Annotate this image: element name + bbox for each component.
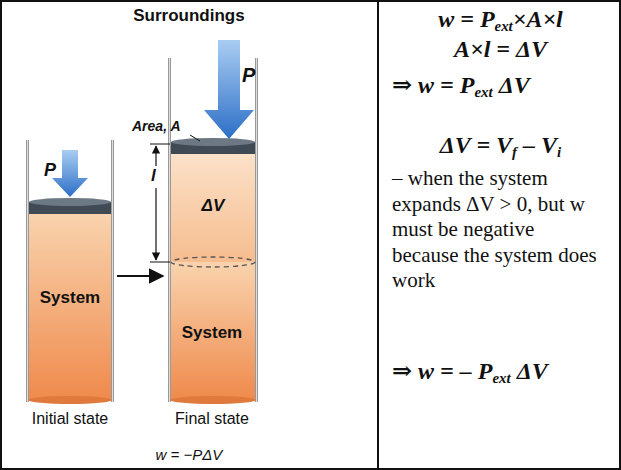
work-formula: w = −PΔV xyxy=(0,446,378,463)
equation: A×l = ΔV xyxy=(380,36,621,63)
cylinder-state: SystemFinal state xyxy=(164,58,260,432)
state-caption: Initial state xyxy=(24,410,116,428)
state-caption: Final state xyxy=(164,410,260,428)
subscript: ext xyxy=(474,84,492,100)
pressure-label: P xyxy=(242,64,255,87)
subscript: f xyxy=(512,144,517,160)
subscript: i xyxy=(557,144,561,160)
explanation-note: – when the system expands ΔV > 0, but w … xyxy=(392,166,597,294)
area-label: Area, A xyxy=(132,118,181,134)
equation: ⇒ w = – Pext ΔV xyxy=(392,356,548,385)
volume-change-label: ΔV xyxy=(170,196,256,216)
subscript: ext xyxy=(492,370,510,386)
subscript: ext xyxy=(495,18,513,34)
equation: ⇒ w = Pext ΔV xyxy=(392,70,530,99)
state-arrow xyxy=(117,275,163,277)
cylinder-state: SystemInitial state xyxy=(24,140,116,432)
system-label: System xyxy=(164,323,260,343)
system-label: System xyxy=(24,288,116,308)
region-title: Surroundings xyxy=(0,6,378,26)
length-label: l xyxy=(151,166,156,186)
equation: ΔV = Vf – Vi xyxy=(380,132,621,159)
pressure-label: P xyxy=(44,160,56,181)
equation: w = Pext×A×l xyxy=(380,6,621,33)
